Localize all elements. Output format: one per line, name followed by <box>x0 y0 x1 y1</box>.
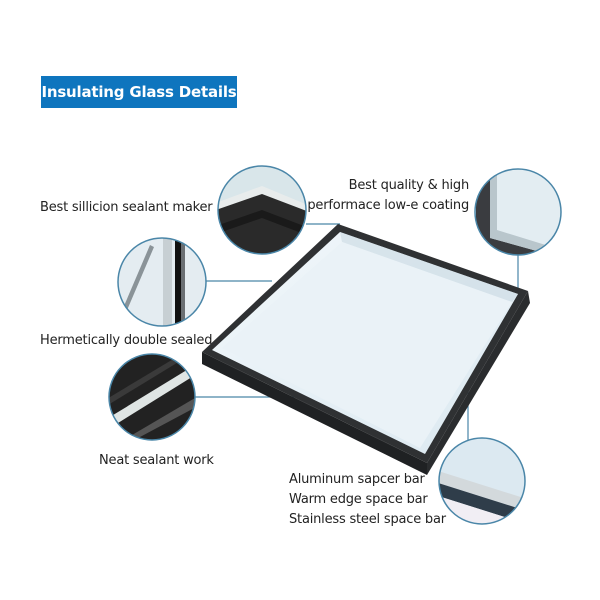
glass-panel <box>202 224 530 475</box>
callout-line: Warm edge space bar <box>289 492 428 507</box>
callout-spacer-bar: Aluminum sapcer bar Warm edge space bar … <box>289 470 446 530</box>
callout-low-e-coating: Best quality & high performace low-e coa… <box>307 176 469 216</box>
callout-line: performace low-e coating <box>307 198 469 213</box>
callout-line: Stainless steel space bar <box>289 512 446 527</box>
callout-sealant-maker: Best sillicion sealant maker <box>40 200 213 215</box>
detail-circle-lowe <box>475 169 561 255</box>
callout-double-sealed: Hermetically double sealed <box>40 333 213 348</box>
callout-line: Best quality & high <box>348 178 470 193</box>
detail-circle-double-sealed <box>118 238 206 326</box>
callout-neat-sealant: Neat sealant work <box>99 453 214 468</box>
detail-circle-neat-sealant <box>109 354 195 440</box>
detail-circle-spacer <box>439 438 525 524</box>
title-banner: Insulating Glass Details <box>41 76 237 108</box>
callout-line: Aluminum sapcer bar <box>289 472 425 487</box>
